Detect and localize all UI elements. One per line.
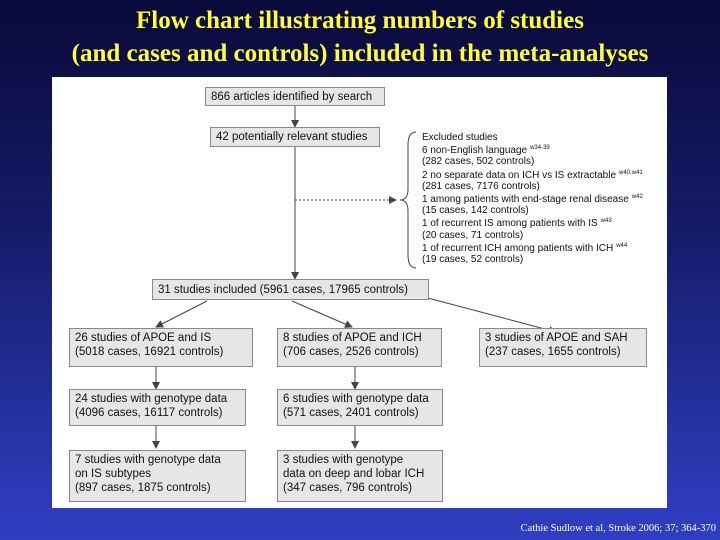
box-apoe-is-line2: (5018 cases, 16921 controls) <box>75 346 224 358</box>
box-is-genotype-line1: 24 studies with genotype data <box>75 393 228 405</box>
box-ich-genotype-line1: 6 studies with genotype data <box>283 393 429 405</box>
slide-title: Flow chart illustrating numbers of studi… <box>0 4 720 70</box>
excluded-item-4: 1 of recurrent IS among patients with IS… <box>422 218 612 230</box>
title-line-1: Flow chart illustrating numbers of studi… <box>136 7 584 34</box>
arrow-included-to-is <box>155 300 208 328</box>
box-is-genotype: 24 studies with genotype data (4096 case… <box>69 389 246 426</box>
box-apoe-sah: 3 studies of APOE and SAH (237 cases, 16… <box>479 328 647 367</box>
excluded-brace <box>399 131 417 269</box>
excluded-heading: Excluded studies <box>422 132 498 143</box>
arrow-included-to-sah <box>423 296 557 335</box>
box-is-subtypes-line3: (897 cases, 1875 controls) <box>75 482 211 494</box>
box-ich-deep-lobar-line3: (347 cases, 796 controls) <box>283 482 413 494</box>
excluded-item-3: 1 among patients with end-stage renal di… <box>422 194 643 206</box>
box-relevant-text: 42 potentially relevant studies <box>216 131 368 143</box>
box-ich-genotype-line2: (571 cases, 2401 controls) <box>283 407 419 419</box>
excluded-item-5: 1 of recurrent ICH among patients with I… <box>422 242 628 254</box>
box-ich-genotype: 6 studies with genotype data (571 cases,… <box>277 389 443 426</box>
box-is-subtypes: 7 studies with genotype data on IS subty… <box>69 450 246 502</box>
citation: Cathie Sudlow et al, Stroke 2006; 37; 36… <box>520 523 716 534</box>
excluded-item-5-counts: (19 cases, 52 controls) <box>422 254 524 266</box>
connector-lines <box>152 106 557 449</box>
excluded-item-3-counts: (15 cases, 142 controls) <box>422 205 529 217</box>
box-ich-deep-lobar: 3 studies with genotype data on deep and… <box>277 450 443 502</box>
excluded-item-1-counts: (282 cases, 502 controls) <box>422 156 535 168</box>
box-articles-text: 866 articles identified by search <box>211 91 373 103</box>
box-apoe-ich-line1: 8 studies of APOE and ICH <box>283 332 422 344</box>
flowchart-panel: 866 articles identified by search 42 pot… <box>52 77 667 508</box>
box-is-subtypes-line1: 7 studies with genotype data <box>75 454 221 466</box>
box-apoe-is-line1: 26 studies of APOE and IS <box>75 332 212 344</box>
box-included-text: 31 studies included (5961 cases, 17965 c… <box>158 284 408 296</box>
box-apoe-sah-line1: 3 studies of APOE and SAH <box>485 332 628 344</box>
box-is-genotype-line2: (4096 cases, 16117 controls) <box>75 407 223 419</box>
excluded-item-4-counts: (20 cases, 71 controls) <box>422 229 524 241</box>
box-ich-deep-lobar-line1: 3 studies with genotype <box>283 454 404 466</box>
box-apoe-ich-line2: (706 cases, 2526 controls) <box>283 346 419 358</box>
excluded-item-2: 2 no separate data on ICH vs IS extracta… <box>422 169 643 181</box>
box-is-subtypes-line2: on IS subtypes <box>75 468 152 480</box>
arrow-included-to-ich <box>291 300 353 328</box>
box-relevant-studies: 42 potentially relevant studies <box>210 127 380 147</box>
box-apoe-sah-line2: (237 cases, 1655 controls) <box>485 346 621 358</box>
box-apoe-is: 26 studies of APOE and IS (5018 cases, 1… <box>69 328 253 367</box>
box-apoe-ich: 8 studies of APOE and ICH (706 cases, 25… <box>277 328 442 367</box>
box-studies-included: 31 studies included (5961 cases, 17965 c… <box>152 279 429 300</box>
box-ich-deep-lobar-line2: data on deep and lobar ICH <box>283 468 425 480</box>
title-line-2: (and cases and controls) included in the… <box>71 40 649 67</box>
box-articles-identified: 866 articles identified by search <box>205 87 385 106</box>
excluded-item-2-counts: (281 cases, 7176 controls) <box>422 180 540 192</box>
